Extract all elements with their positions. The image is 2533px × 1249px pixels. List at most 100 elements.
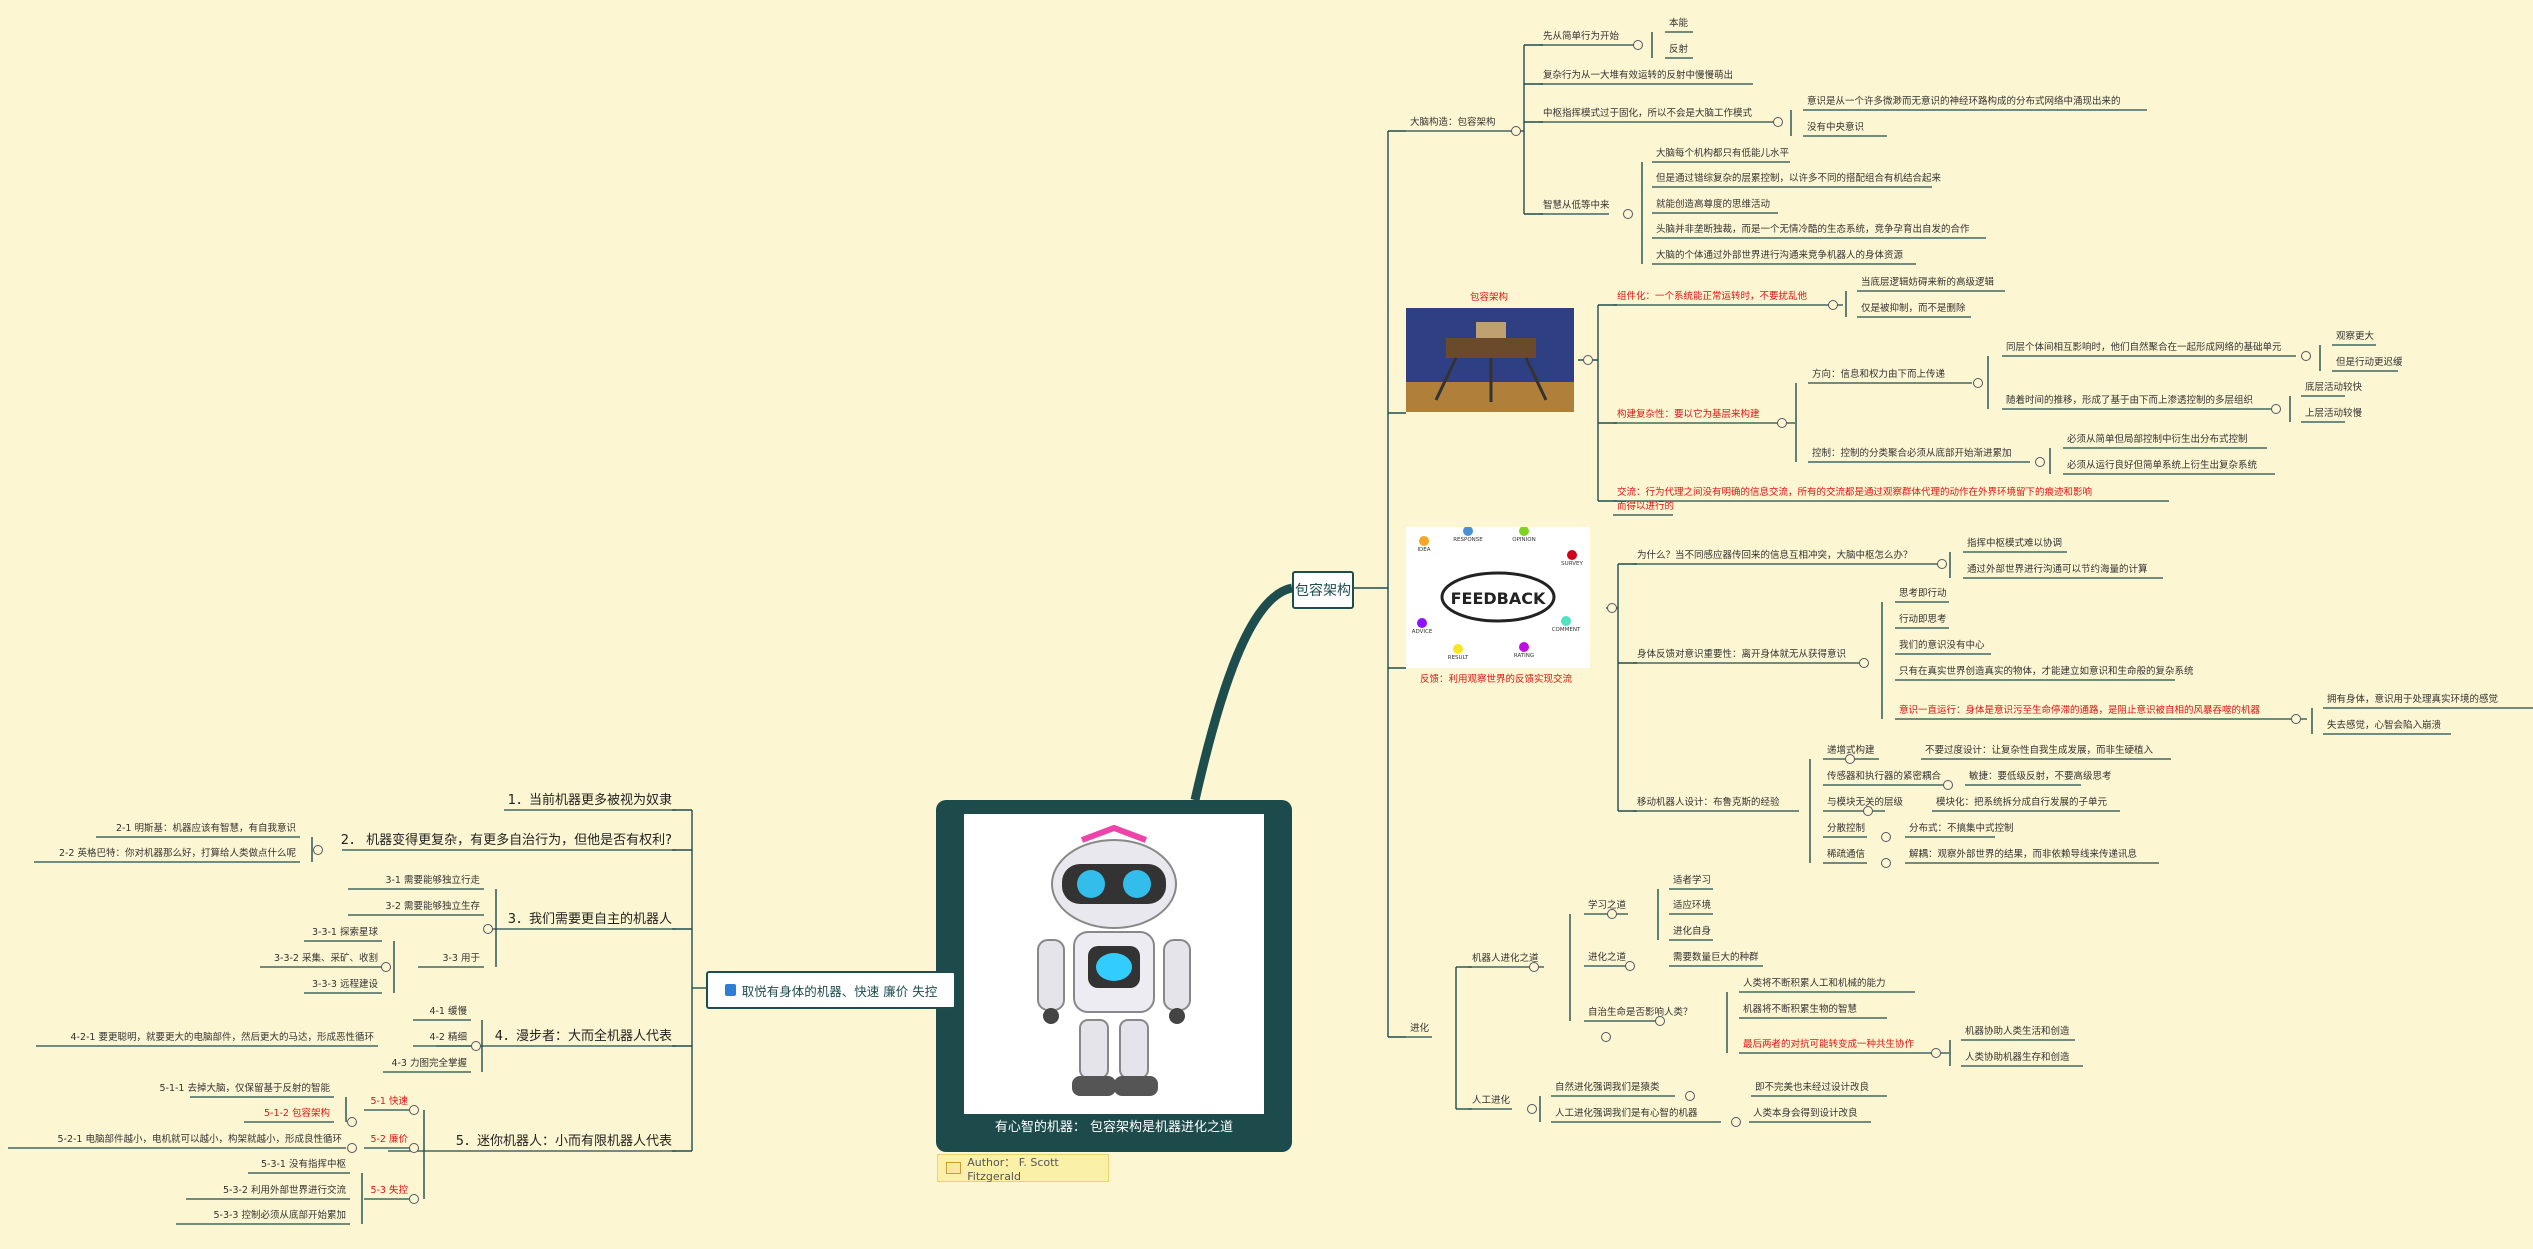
- collapse-toggle[interactable]: [471, 1041, 481, 1051]
- collapse-toggle[interactable]: [1607, 603, 1617, 613]
- node-l3b[interactable]: 3-2 需要能够独立生存: [385, 901, 480, 912]
- node-l4b[interactable]: 4-2 精细: [429, 1032, 467, 1043]
- node-e1a2[interactable]: 适应环境: [1673, 900, 1712, 911]
- node-e1c3b[interactable]: 人类协助机器生存和创造: [1965, 1052, 2070, 1063]
- collapse-toggle[interactable]: [409, 1194, 419, 1204]
- node-brain[interactable]: 大脑构造：包容架构: [1410, 117, 1496, 128]
- collapse-toggle[interactable]: [1931, 1048, 1941, 1058]
- collapse-toggle[interactable]: [1881, 832, 1891, 842]
- node-f2b[interactable]: 行动即思考: [1899, 614, 1947, 625]
- node-b1[interactable]: 先从简单行为开始: [1543, 31, 1620, 42]
- caption-feedback[interactable]: 反馈：利用观察世界的反馈实现交流: [1420, 674, 1573, 685]
- node-e2[interactable]: 人工进化: [1472, 1095, 1511, 1106]
- node-f1a[interactable]: 指挥中枢模式难以协调: [1967, 538, 2063, 549]
- node-l5a1[interactable]: 5-1-1 去掉大脑，仅保留基于反射的智能: [159, 1083, 330, 1094]
- node-b4[interactable]: 智慧从低等中来: [1543, 200, 1610, 211]
- node-s2b2[interactable]: 必须从运行良好但简单系统上衍生出复杂系统: [2067, 460, 2258, 471]
- node-b2[interactable]: 复杂行为从一大堆有效运转的反射中慢慢萌出: [1543, 70, 1734, 81]
- node-b4d[interactable]: 头脑并非垄断独裁，而是一个无情冷酷的生态系统，竞争孕育出自发的合作: [1656, 224, 1970, 235]
- node-e1b[interactable]: 进化之道: [1588, 952, 1627, 963]
- node-s3b[interactable]: 而得以进行的: [1617, 501, 1675, 512]
- node-l5b[interactable]: 5-2 廉价: [370, 1134, 408, 1145]
- collapse-toggle[interactable]: [1601, 1032, 1611, 1042]
- node-l5a[interactable]: 5-1 快速: [370, 1096, 408, 1107]
- collapse-toggle[interactable]: [1731, 1117, 1741, 1127]
- node-f3d[interactable]: 分散控制: [1827, 823, 1866, 834]
- node-s1b[interactable]: 仅是被抑制，而不是删除: [1861, 303, 1966, 314]
- node-l5c[interactable]: 5-3 失控: [370, 1185, 408, 1196]
- collapse-toggle[interactable]: [313, 845, 323, 855]
- node-s2b1[interactable]: 必须从简单但局部控制中衍生出分布式控制: [2067, 434, 2248, 445]
- node-l3c2[interactable]: 3-3-2 采集、采矿、收割: [273, 953, 378, 964]
- node-l3[interactable]: 3．我们需要更自主的机器人: [507, 912, 672, 927]
- node-l4b1[interactable]: 4-2-1 要更聪明，就要更大的电脑部件，然后更大的马达，形成恶性循环: [70, 1032, 374, 1043]
- node-s2a1a[interactable]: 观察更大: [2336, 331, 2375, 342]
- node-e2b1[interactable]: 人类本身会得到设计改良: [1753, 1108, 1858, 1119]
- collapse-toggle[interactable]: [409, 1105, 419, 1115]
- node-b3[interactable]: 中枢指挥模式过于固化，所以不会是大脑工作模式: [1543, 108, 1753, 119]
- collapse-toggle[interactable]: [1583, 355, 1593, 365]
- node-l2b[interactable]: 2-2 英格巴特：你对机器那么好，打算给人类做点什么呢: [58, 848, 296, 859]
- node-s2[interactable]: 构建复杂性：要以它为基层来构建: [1617, 409, 1760, 420]
- node-e1c3[interactable]: 最后两者的对抗可能转变成一种共生协作: [1743, 1039, 1915, 1050]
- collapse-toggle[interactable]: [1607, 909, 1617, 919]
- collapse-toggle[interactable]: [2271, 404, 2281, 414]
- node-f2c[interactable]: 我们的意识没有中心: [1899, 640, 1985, 651]
- node-l3a[interactable]: 3-1 需要能够独立行走: [385, 875, 480, 886]
- node-s2b[interactable]: 控制：控制的分类聚合必须从底部开始渐进累加: [1812, 448, 2012, 459]
- node-l2[interactable]: 2． 机器变得更复杂，有更多自治行为，但他是否有权利?: [340, 833, 672, 848]
- node-f3a1[interactable]: 不要过度设计：让复杂性自我生成发展，而非生硬植入: [1925, 745, 2154, 756]
- author-note[interactable]: Author： F. Scott Fitzgerald: [937, 1154, 1109, 1183]
- collapse-toggle[interactable]: [1529, 962, 1539, 972]
- node-s2a2a[interactable]: 底层活动较快: [2305, 382, 2363, 393]
- collapse-toggle[interactable]: [347, 1117, 357, 1127]
- node-f2[interactable]: 身体反馈对意识重要性：离开身体就无从获得意识: [1637, 649, 1847, 660]
- collapse-toggle[interactable]: [1633, 40, 1643, 50]
- collapse-toggle[interactable]: [1655, 1016, 1665, 1026]
- node-e1c1[interactable]: 人类将不断积累人工和机械的能力: [1743, 978, 1886, 989]
- node-l3c3[interactable]: 3-3-3 远程建设: [311, 979, 378, 990]
- collapse-toggle[interactable]: [1777, 418, 1787, 428]
- collapse-toggle[interactable]: [409, 1143, 419, 1153]
- node-b4e[interactable]: 大脑的个体通过外部世界进行沟通来竞争机器人的身体资源: [1656, 250, 1904, 261]
- node-evo[interactable]: 进化: [1410, 1023, 1430, 1034]
- collapse-toggle[interactable]: [1845, 754, 1855, 764]
- collapse-toggle[interactable]: [1625, 961, 1635, 971]
- node-l4c[interactable]: 4-3 力图完全掌握: [391, 1058, 467, 1069]
- node-l5b1[interactable]: 5-2-1 电脑部件越小，电机就可以越小，构架就越小，形成良性循环: [57, 1134, 342, 1145]
- collapse-toggle[interactable]: [1859, 658, 1869, 668]
- node-b1a[interactable]: 本能: [1669, 18, 1689, 29]
- node-e1[interactable]: 机器人进化之道: [1472, 953, 1539, 964]
- node-e1b1[interactable]: 需要数量巨大的种群: [1673, 952, 1759, 963]
- node-l2a[interactable]: 2-1 明斯基：机器应该有智慧，有自我意识: [115, 823, 296, 834]
- collapse-toggle[interactable]: [2301, 351, 2311, 361]
- node-s2a1[interactable]: 同层个体间相互影响时，他们自然聚合在一起形成网络的基础单元: [2006, 342, 2282, 353]
- node-f3a[interactable]: 递增式构建: [1827, 745, 1875, 756]
- collapse-toggle[interactable]: [1773, 117, 1783, 127]
- node-f3b1[interactable]: 敏捷：要低级反射，不要高级思考: [1969, 771, 2112, 782]
- node-b4b[interactable]: 但是通过错综复杂的层累控制，以许多不同的搭配组合有机结合起来: [1656, 173, 1942, 184]
- topic-embodied-machines[interactable]: 取悦有身体的机器、快速 廉价 失控: [706, 971, 956, 1009]
- node-l1[interactable]: 1．当前机器更多被视为奴隶: [507, 793, 672, 808]
- node-l4[interactable]: 4．漫步者：大而全机器人代表: [494, 1029, 672, 1044]
- node-e1c2[interactable]: 机器将不断积累生物的智慧: [1743, 1004, 1858, 1015]
- node-f3e1[interactable]: 解耦：观察外部世界的结果，而非依赖导线来传递讯息: [1909, 849, 2138, 860]
- node-l5c1[interactable]: 5-3-1 没有指挥中枢: [260, 1159, 346, 1170]
- node-l5a2[interactable]: 5-1-2 包容架构: [263, 1108, 330, 1119]
- collapse-toggle[interactable]: [1527, 1104, 1537, 1114]
- node-l5[interactable]: 5．迷你机器人：小而有限机器人代表: [455, 1134, 672, 1149]
- node-b1b[interactable]: 反射: [1669, 44, 1689, 55]
- node-e2a[interactable]: 自然进化强调我们是猿类: [1555, 1082, 1660, 1093]
- node-f3b[interactable]: 传感器和执行器的紧密耦合: [1827, 771, 1942, 782]
- node-s2a2b[interactable]: 上层活动较慢: [2305, 408, 2363, 419]
- node-f1[interactable]: 为什么？当不同感应器传回来的信息互相冲突，大脑中枢怎么办？: [1637, 550, 1913, 561]
- node-e1a3[interactable]: 进化自身: [1673, 926, 1712, 937]
- node-f1b[interactable]: 通过外部世界进行沟通可以节约海量的计算: [1967, 564, 2148, 575]
- node-e2b[interactable]: 人工进化强调我们是有心智的机器: [1555, 1108, 1698, 1119]
- collapse-toggle[interactable]: [2291, 714, 2301, 724]
- collapse-toggle[interactable]: [2035, 457, 2045, 467]
- node-s3[interactable]: 交流：行为代理之间没有明确的信息交流，所有的交流都是通过观察群体代理的动作在外界…: [1617, 487, 2093, 498]
- node-b3a[interactable]: 意识是从一个许多微渺而无意识的神经环路构成的分布式网络中涌现出来的: [1807, 96, 2121, 107]
- node-s2a1b[interactable]: 但是行动更迟缓: [2336, 357, 2403, 368]
- node-l5c2[interactable]: 5-3-2 利用外部世界进行交流: [222, 1185, 346, 1196]
